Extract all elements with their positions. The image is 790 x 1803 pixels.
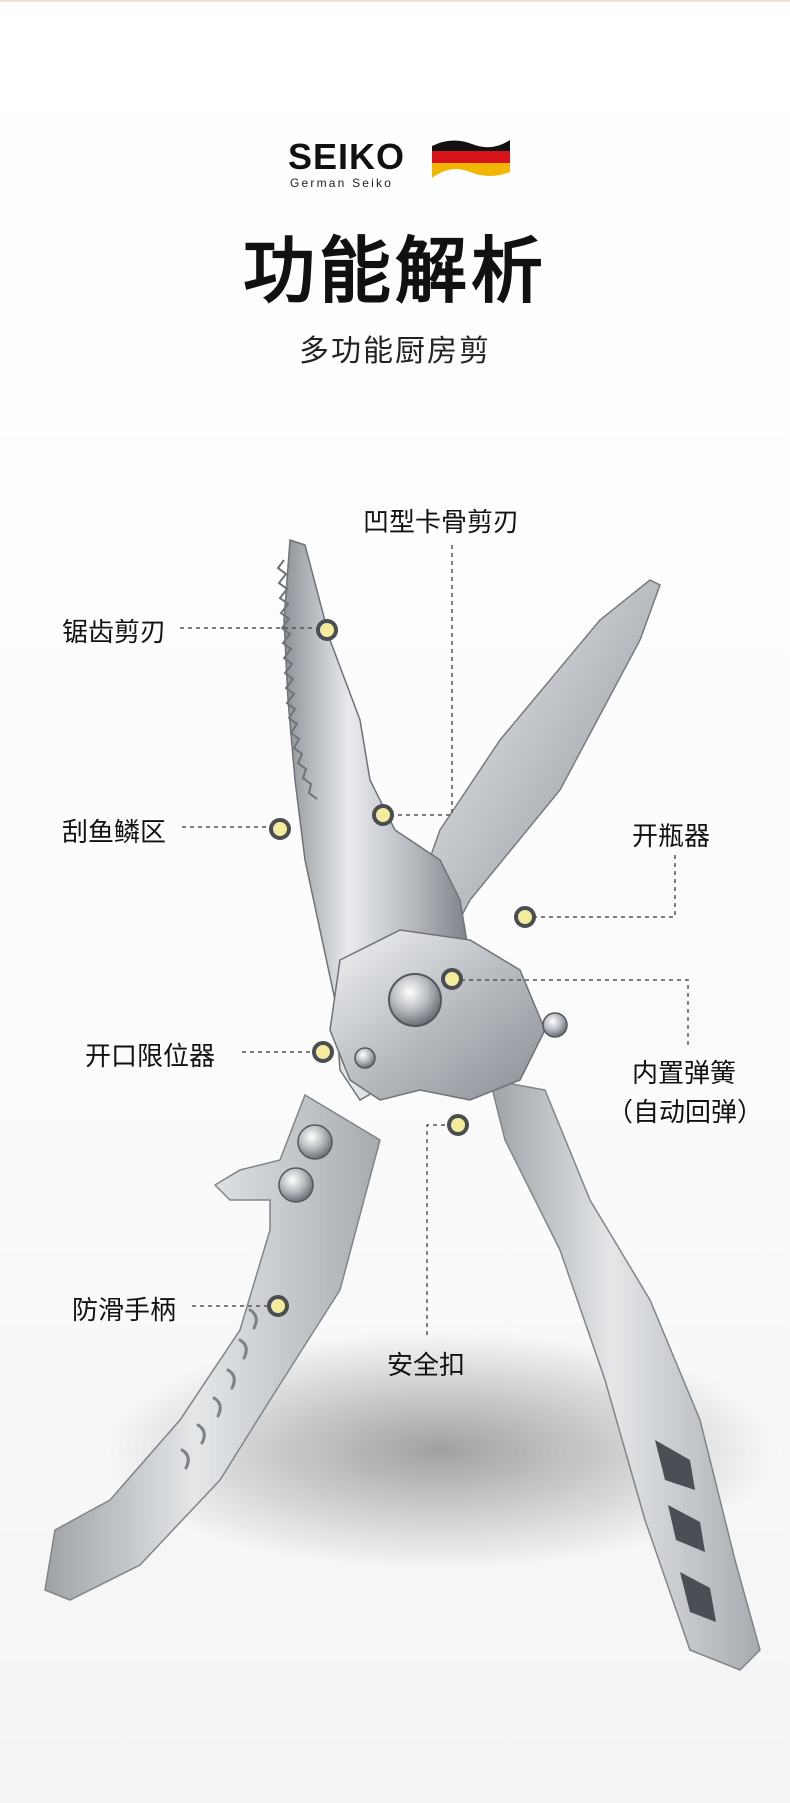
marker-limiter xyxy=(312,1041,334,1063)
label-opening-limiter: 开口限位器 xyxy=(85,1042,216,1072)
top-divider xyxy=(0,0,790,2)
brand-name: SEIKO xyxy=(288,136,406,177)
handle-screw-top xyxy=(297,1124,333,1160)
page-title: 功能解析 xyxy=(242,229,547,313)
handle-window-2 xyxy=(668,1505,705,1552)
serrated-edge xyxy=(276,559,318,800)
limiter-pin xyxy=(354,1047,376,1069)
marker-opener xyxy=(514,906,536,928)
label-anti-slip-handle: 防滑手柄 xyxy=(72,1296,177,1326)
label-built-in-spring: 内置弹簧 xyxy=(632,1059,737,1089)
callout-leaders xyxy=(180,545,689,1335)
callout-markers xyxy=(267,619,536,1317)
left-handle xyxy=(44,1093,381,1601)
pivot-plate xyxy=(329,929,546,1101)
label-bottle-opener: 开瓶器 xyxy=(632,822,711,852)
page-subtitle: 多功能厨房剪 xyxy=(299,334,491,369)
grip-ridges xyxy=(180,1308,258,1470)
brand-logo: SEIKO German Seiko xyxy=(288,132,528,192)
marker-handle xyxy=(267,1295,289,1317)
label-concave-bone-blade: 凹型卡骨剪刃 xyxy=(363,508,520,538)
marker-fish xyxy=(269,818,291,840)
leader-lock xyxy=(426,1124,458,1335)
label-auto-rebound: （自动回弹） xyxy=(607,1098,764,1128)
marker-lock xyxy=(447,1114,469,1136)
leader-opener xyxy=(525,855,676,918)
leader-concave xyxy=(383,545,453,816)
leader-spring xyxy=(452,979,689,1045)
spring-pin xyxy=(542,1012,568,1038)
label-safety-lock: 安全扣 xyxy=(387,1351,466,1381)
marker-spring xyxy=(441,968,463,990)
marker-concave xyxy=(372,804,394,826)
marker-serrated xyxy=(316,619,338,641)
brand-tagline: German Seiko xyxy=(290,176,394,190)
handle-window-3 xyxy=(680,1572,716,1622)
straight-blade xyxy=(414,579,661,978)
pivot-screw xyxy=(388,973,442,1027)
handle-window-1 xyxy=(655,1440,695,1490)
label-serrated-blade: 锯齿剪刃 xyxy=(62,618,167,648)
german-flag-icon xyxy=(432,140,510,178)
handle-screw-bottom xyxy=(278,1167,314,1203)
label-fish-scaler: 刮鱼鳞区 xyxy=(62,818,167,848)
